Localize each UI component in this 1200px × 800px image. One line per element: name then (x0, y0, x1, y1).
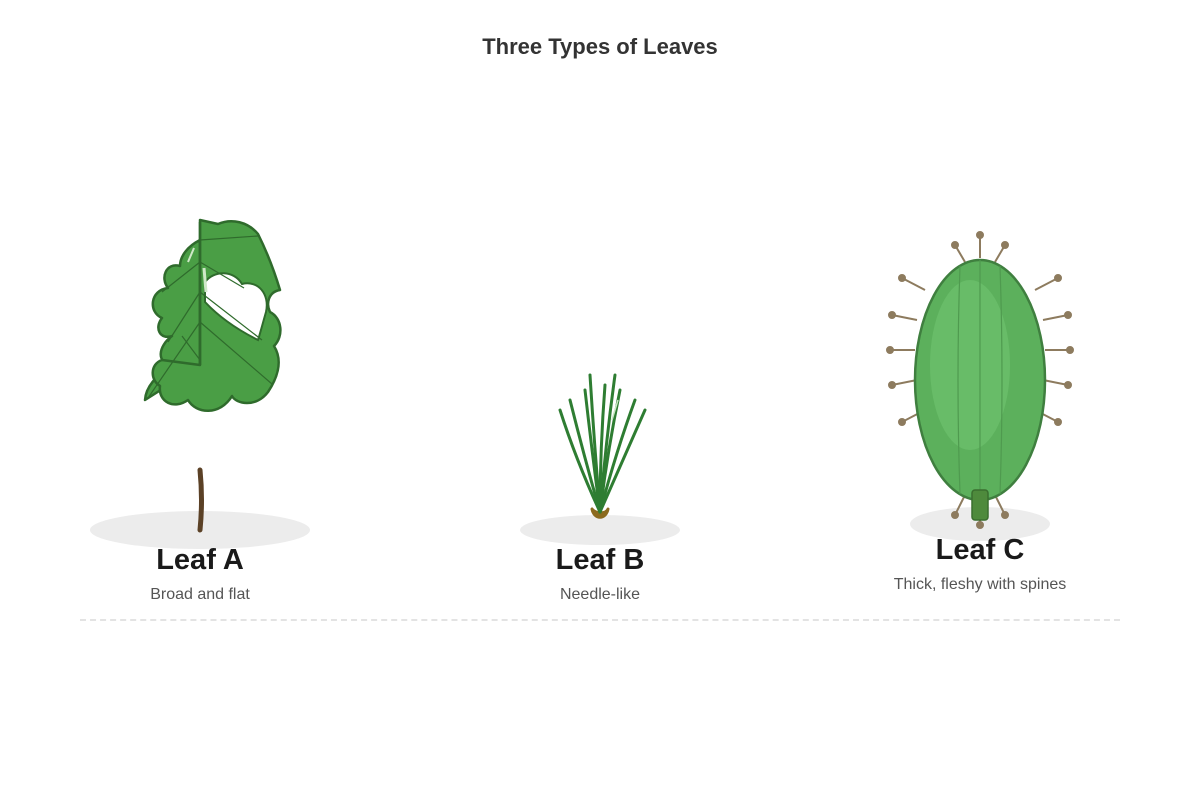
leaf-a-description: Broad and flat (150, 586, 250, 603)
leaf-c-ridge (999, 265, 1003, 495)
needle (558, 408, 602, 514)
leaf-b-description: Needle-like (559, 586, 641, 603)
leaf-a-vein (167, 291, 201, 343)
leaf-a-vein (199, 235, 259, 241)
leaf-a-hole (204, 272, 268, 342)
leaf-a-title: Leaf A (156, 544, 244, 576)
baseline-divider (80, 619, 1120, 621)
leaf-c-ridge (957, 265, 961, 495)
needle (598, 398, 637, 514)
needle-highlight (611, 399, 619, 421)
page-title: Three Types of Leaves (482, 34, 718, 59)
succulent-leaf-icon (886, 231, 1074, 541)
leaf-a-highlight (187, 247, 195, 263)
leaf-a-vein (199, 321, 273, 385)
leaf-b-title: Leaf B (555, 544, 645, 576)
leaf-c-description: Thick, fleshy with spines (893, 576, 1067, 593)
leaf-c-highlight (930, 280, 1010, 450)
leaf-b-shadow (520, 515, 680, 545)
leaf-a-vein (161, 261, 201, 293)
leaf-a-vein (199, 261, 245, 289)
leaf-c-stem (971, 489, 989, 521)
leaf-a-vein (147, 321, 201, 399)
needle (598, 408, 647, 514)
leaf-a-vein (181, 335, 201, 361)
needle-leaf-icon (520, 373, 680, 545)
leaf-c-title: Leaf C (935, 534, 1025, 566)
leaf-a-vein (199, 291, 263, 341)
leaf-a-highlight (202, 267, 208, 293)
needle (568, 398, 602, 514)
broad-leaf-icon (90, 218, 310, 549)
leaf-a-stem (197, 467, 204, 533)
